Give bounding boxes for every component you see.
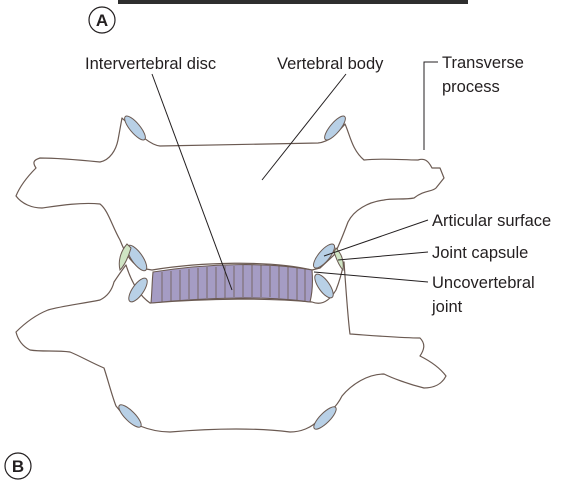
- label-articular-surface: Articular surface: [432, 212, 551, 230]
- label-transverse-process-line2: process: [442, 78, 500, 96]
- leader-uncovertebral-joint: [314, 272, 428, 282]
- label-transverse-process-line1: Transverse: [442, 54, 524, 72]
- upper-vertebra: [16, 118, 444, 270]
- label-uncovertebral-joint-line2: joint: [431, 298, 463, 316]
- panel-label-a: A: [96, 11, 108, 30]
- panel-label-b: B: [12, 457, 24, 476]
- label-joint-capsule: Joint capsule: [432, 244, 528, 262]
- facet-right-lower: [311, 271, 336, 300]
- leader-transverse-process: [424, 62, 438, 150]
- label-uncovertebral-joint-line1: Uncovertebral: [432, 274, 535, 292]
- label-intervertebral-disc: Intervertebral disc: [85, 55, 216, 73]
- photo-strip-panel-a: [118, 0, 468, 4]
- leader-joint-capsule: [338, 252, 428, 260]
- label-vertebral-body: Vertebral body: [277, 55, 384, 73]
